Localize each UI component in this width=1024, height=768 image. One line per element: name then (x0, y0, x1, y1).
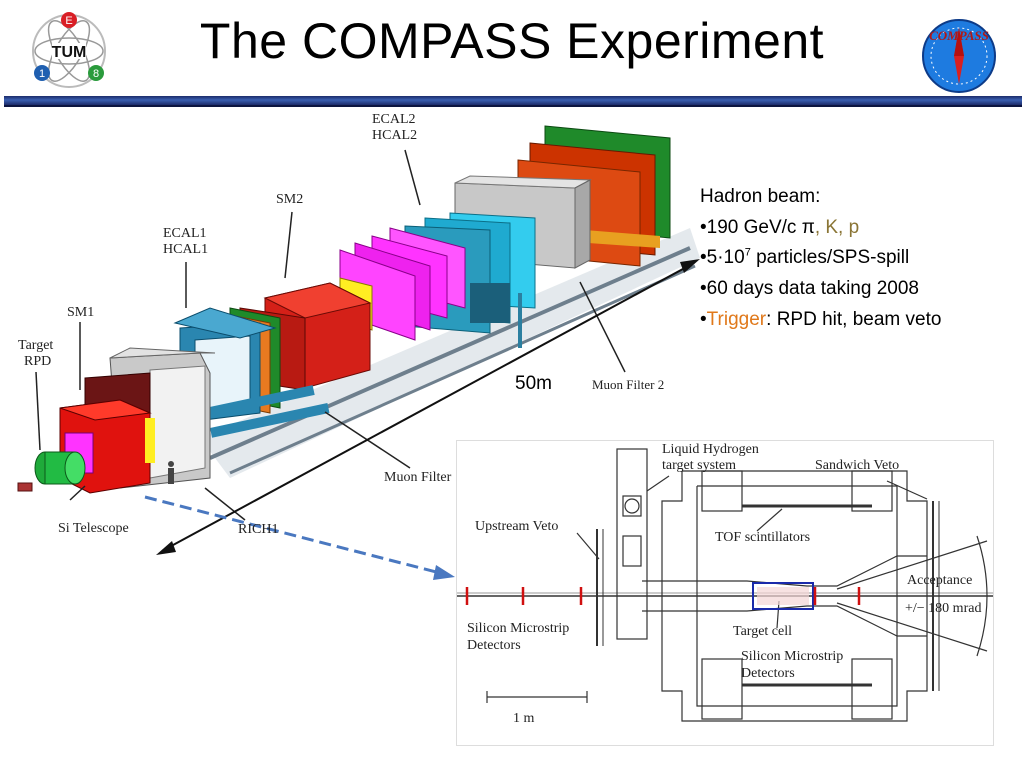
inset-label-smd-right-2: Detectors (741, 666, 795, 681)
bullet: • (700, 217, 707, 238)
beam-trigger-line: •Trigger: RPD hit, beam veto (700, 304, 941, 335)
inset-label-tof: TOF scintillators (715, 530, 811, 545)
label-hcal1: HCAL1 (163, 242, 209, 257)
bullet: • (700, 278, 707, 299)
target-region-svg (457, 448, 993, 722)
inset-label-acceptance: Acceptance (907, 573, 973, 588)
inset-label-smd-right-1: Silicon Microstrip (741, 649, 844, 664)
length-arrow (161, 262, 695, 552)
beam-days-line: •60 days data taking 2008 (700, 273, 919, 304)
page-title: The COMPASS Experiment (199, 13, 825, 69)
label-rpd: RPD (24, 354, 52, 369)
label-target: Target (18, 338, 54, 353)
inset-label-sandwich-veto: Sandwich Veto (815, 458, 900, 473)
inset-label-upstream-veto: Upstream Veto (475, 519, 559, 534)
label-length-50m: 50m (515, 373, 552, 394)
compass-logo: COMPASS (922, 19, 996, 93)
label-sm1: SM1 (67, 305, 95, 320)
title-divider-bar (4, 96, 1022, 107)
beam-particles-prefix: 5·10 (706, 247, 745, 268)
beam-days: 60 days data taking 2008 (706, 278, 919, 299)
label-muon-filter-1: Muon Filter 1 (384, 470, 462, 485)
inset-label-target-cell: Target cell (733, 624, 793, 639)
tum-logo-e: E (65, 15, 72, 27)
beam-trigger-rest: : RPD hit, beam veto (766, 309, 942, 330)
label-ecal1: ECAL1 (163, 226, 207, 241)
inset-label-smd-left-1: Silicon Microstrip (467, 621, 570, 636)
label-sm2: SM2 (276, 192, 304, 207)
label-hcal2: HCAL2 (372, 128, 418, 143)
target-region-drawing: Liquid Hydrogen target system Sandwich V… (456, 440, 994, 746)
beam-particles-suffix: particles/SPS-spill (750, 247, 910, 268)
label-si-telescope: Si Telescope (58, 521, 129, 536)
inset-label-mrad: +/− 180 mrad (905, 601, 982, 616)
beam-energy: 190 GeV/c π (706, 217, 815, 238)
tum-logo-8: 8 (93, 68, 99, 80)
tum-logo-1: 1 (39, 68, 45, 80)
compass-logo-text: COMPASS (929, 28, 989, 43)
inset-label-lh-1: Liquid Hydrogen (662, 442, 759, 457)
tum-logo: TUM E 1 8 (32, 12, 106, 88)
beam-particles-line: •5·107 particles/SPS-spill (700, 242, 909, 273)
beam-kp: , K, p (814, 217, 860, 238)
zoom-arrow (144, 495, 441, 575)
inset-label-lh-2: target system (662, 458, 737, 473)
beam-energy-line: •190 GeV/c π, K, p (700, 212, 859, 243)
beam-trigger-word: Trigger (706, 309, 767, 330)
inset-label-smd-left-2: Detectors (467, 638, 521, 653)
inset-label-scale: 1 m (513, 711, 535, 726)
bullet: • (700, 309, 707, 330)
bullet: • (700, 247, 707, 268)
compass-spectrometer-diagram (17, 125, 700, 494)
beam-heading: Hadron beam: (700, 186, 821, 207)
label-rich1: RICH1 (238, 522, 279, 537)
tum-logo-text: TUM (52, 44, 87, 61)
label-ecal2: ECAL2 (372, 112, 416, 127)
label-muon-filter-2: Muon Filter 2 (592, 377, 665, 392)
beam-particles-exp: 7 (744, 246, 751, 259)
